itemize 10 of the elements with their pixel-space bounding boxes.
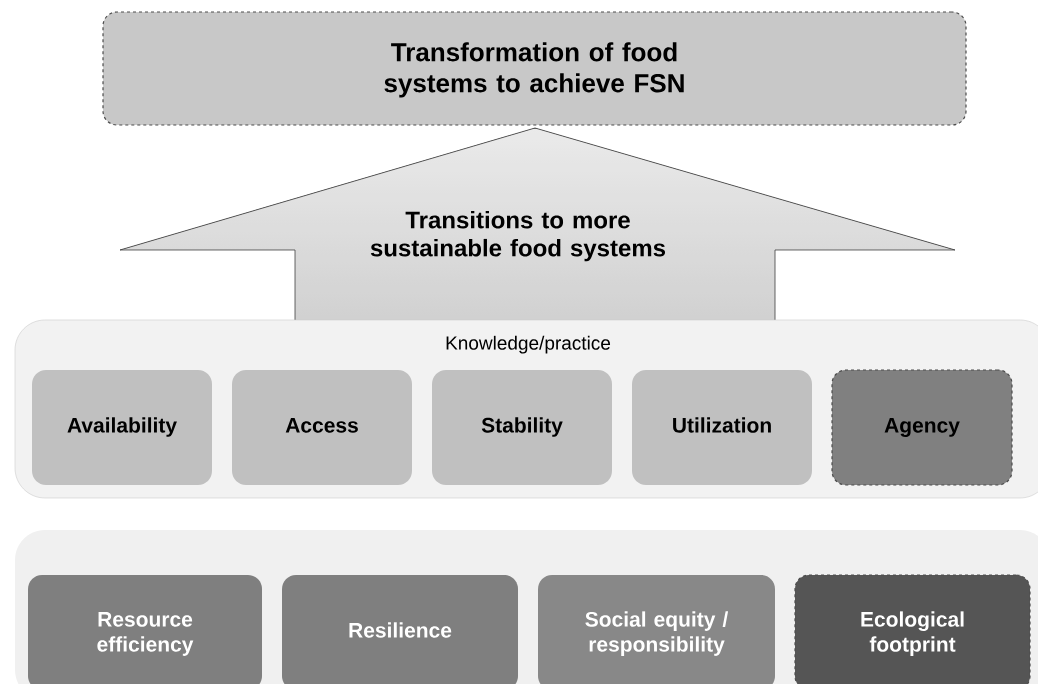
text-box: Resilience bbox=[282, 575, 518, 684]
text-box: Social equity / responsibility bbox=[538, 575, 775, 684]
text-box: Ecological footprint bbox=[794, 574, 1031, 684]
text-box: Availability bbox=[32, 370, 212, 485]
text-box: Stability bbox=[432, 370, 612, 485]
text-box: Resource efficiency bbox=[28, 575, 262, 684]
text-box: Utilization bbox=[632, 370, 812, 485]
text-box: Access bbox=[232, 370, 412, 485]
text-box: Agency bbox=[831, 369, 1013, 486]
text-box: Transformation of food systems to achieve FSN bbox=[102, 11, 967, 126]
